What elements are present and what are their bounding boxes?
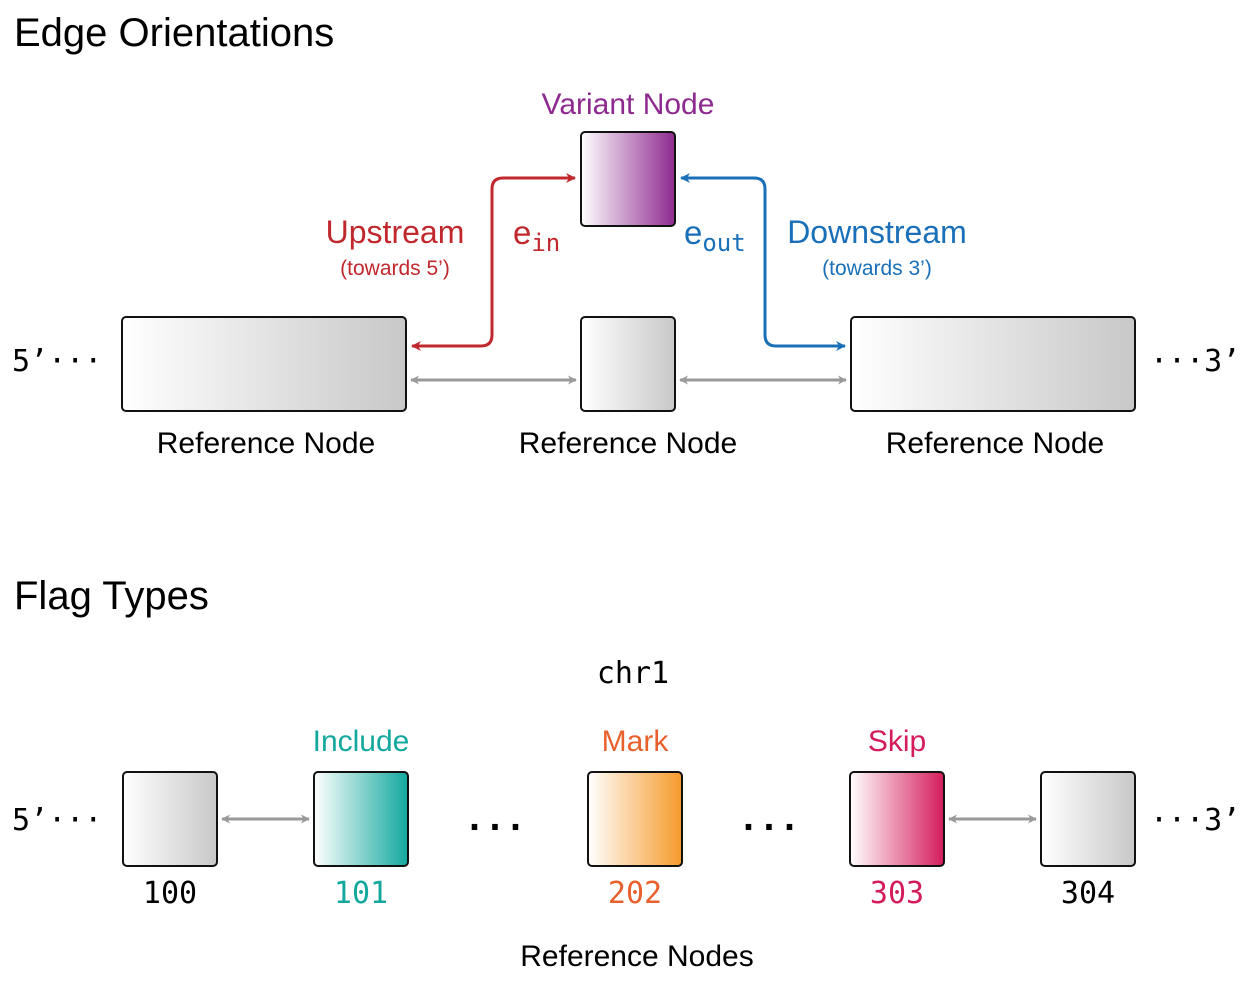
skip-label: Skip (868, 725, 926, 758)
chromosome-label: chr1 (597, 656, 669, 691)
downstream-sublabel: (towards 3’) (822, 257, 932, 280)
downstream-edge (680, 173, 846, 351)
node-id-202: 202 (608, 876, 662, 911)
upstream-sublabel: (towards 5’) (340, 257, 450, 280)
gap-ellipsis-2: ... (738, 799, 799, 839)
reference-node-label-2: Reference Node (519, 427, 737, 460)
e-in-label: ein (513, 214, 560, 257)
flag-section-title: Flag Types (14, 574, 209, 618)
node-304 (1040, 771, 1136, 867)
mark-label: Mark (602, 725, 670, 758)
node-101-include (313, 771, 409, 867)
three-prime-end-bottom: ···3’ (1150, 803, 1240, 838)
e-out-base: e (684, 214, 702, 251)
e-out-label: eout (684, 214, 746, 257)
reference-node-right (850, 316, 1136, 412)
reference-node-middle (580, 316, 676, 412)
node-id-304: 304 (1061, 876, 1115, 911)
five-prime-end-bottom: 5’··· (12, 803, 102, 838)
variant-node-label: Variant Node (542, 88, 715, 121)
edge-section-title: Edge Orientations (14, 11, 334, 55)
reference-node-label-3: Reference Node (886, 427, 1104, 460)
gap-ellipsis-1: ... (464, 799, 525, 839)
include-label: Include (313, 725, 410, 758)
five-prime-end-top: 5’··· (12, 344, 102, 379)
three-prime-end-top: ···3’ (1150, 344, 1240, 379)
e-in-base: e (513, 214, 531, 251)
reference-node-label-1: Reference Node (157, 427, 375, 460)
node-id-303: 303 (870, 876, 924, 911)
reference-node-left (121, 316, 407, 412)
node-100 (122, 771, 218, 867)
upstream-edge (411, 173, 576, 351)
node-202-mark (587, 771, 683, 867)
e-out-subscript: out (702, 229, 745, 257)
e-in-subscript: in (531, 229, 560, 257)
node-303-skip (849, 771, 945, 867)
upstream-label: Upstream (326, 214, 465, 250)
node-id-101: 101 (334, 876, 388, 911)
variant-node (580, 131, 676, 227)
downstream-label: Downstream (787, 214, 967, 250)
reference-nodes-footer: Reference Nodes (520, 940, 753, 973)
node-id-100: 100 (143, 876, 197, 911)
